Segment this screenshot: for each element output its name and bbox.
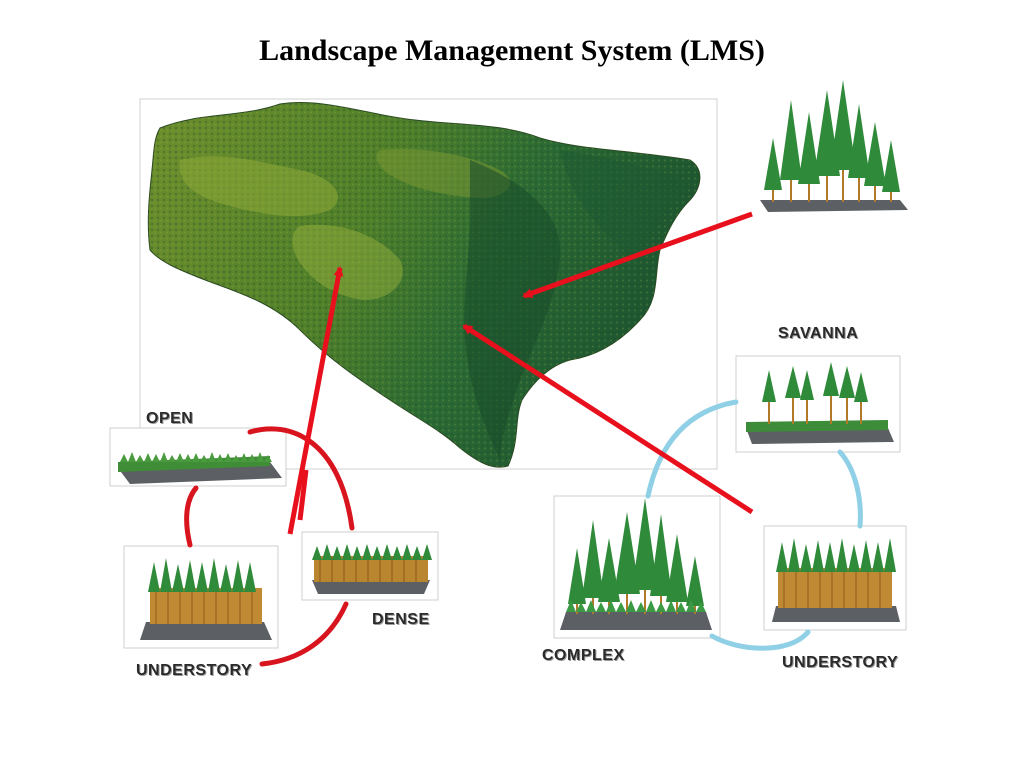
label-dense: DENSE (372, 611, 430, 628)
forest-stand-complex (553, 495, 721, 639)
left-cycle-arrows (184, 426, 355, 667)
forest-stand-tall (750, 80, 910, 220)
terrain-image (147, 102, 701, 468)
forest-stand-understory-left (123, 545, 279, 649)
forest-stand-savanna (735, 355, 901, 453)
page-title: Landscape Management System (LMS) (259, 34, 765, 67)
transition-arrows (287, 211, 754, 535)
forest-stand-open (109, 427, 287, 487)
right-cycle-arrows (645, 399, 863, 651)
label-open: OPEN (146, 410, 194, 427)
forest-stand-dense (301, 531, 439, 601)
forest-stand-understory-right (763, 525, 907, 631)
label-understory-right: UNDERSTORY (782, 654, 899, 671)
label-understory-left: UNDERSTORY (136, 662, 253, 679)
label-savanna: SAVANNA (778, 325, 859, 342)
label-complex: COMPLEX (542, 647, 625, 664)
